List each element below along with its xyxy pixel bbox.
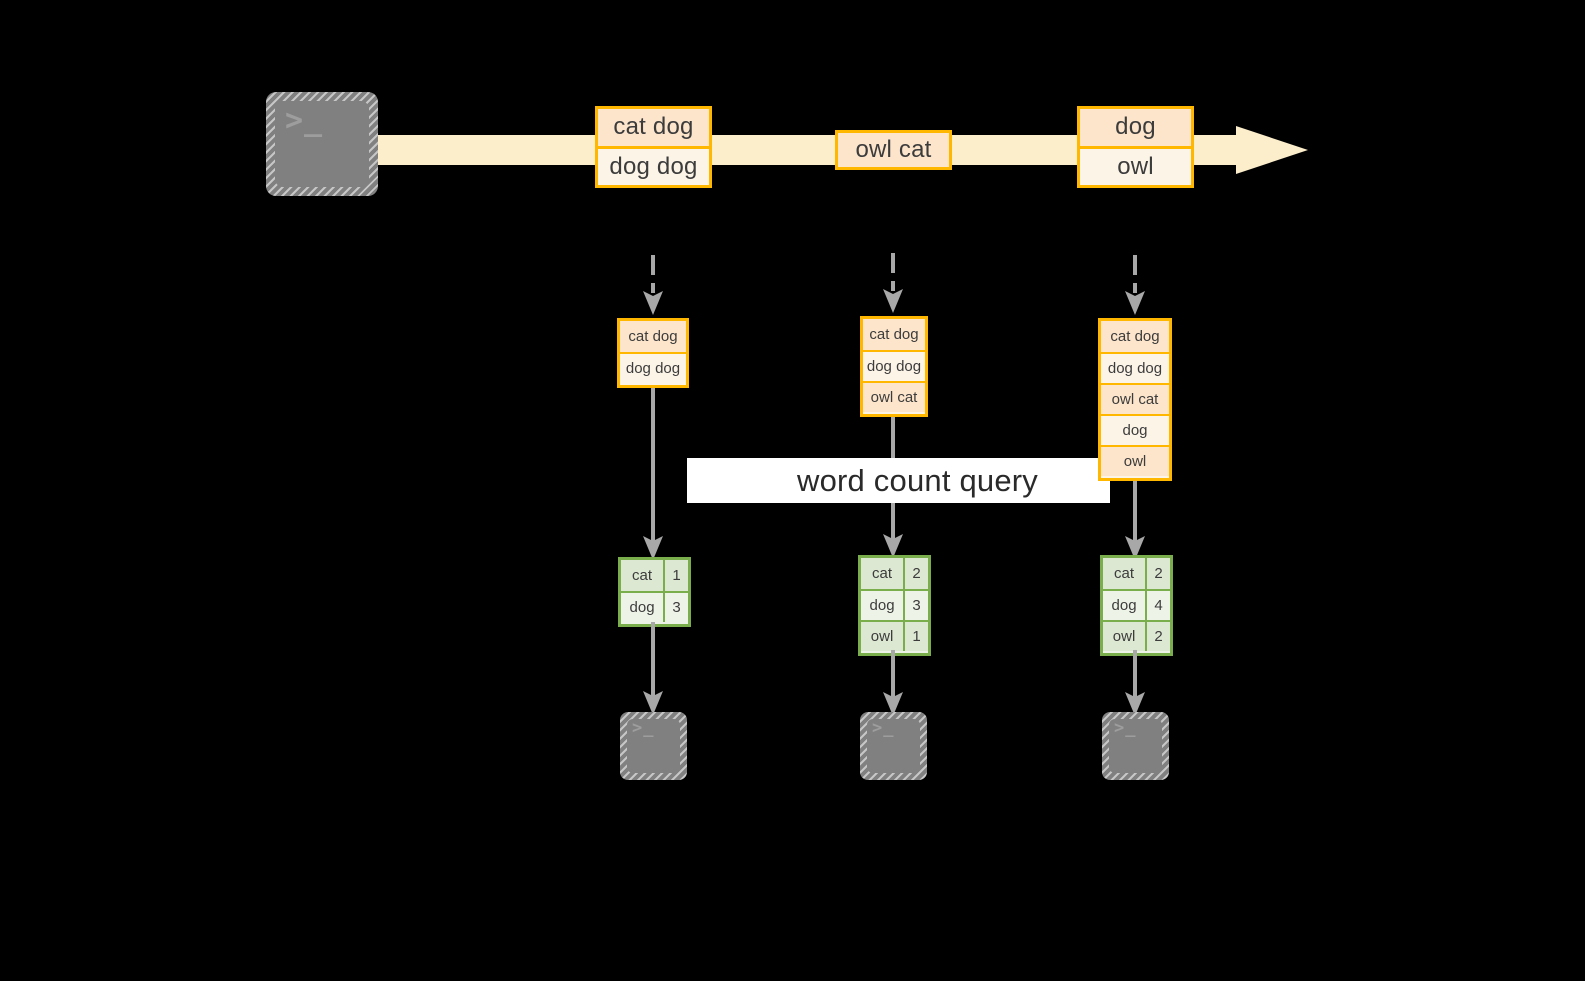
result-word: dog: [621, 593, 664, 622]
batch-row: cat dog: [1101, 321, 1169, 352]
result-count: 2: [1145, 558, 1170, 589]
batch-to-result-arrow-3: [1123, 474, 1147, 562]
stream-record-3: dog owl: [1077, 106, 1194, 188]
result-to-sink-arrow-1: [641, 622, 665, 717]
word-count-query-label: word count query: [797, 462, 1038, 498]
terminal-screen: [1109, 719, 1162, 773]
batch-to-result-arrow-1: [641, 382, 665, 562]
result-word: dog: [1103, 591, 1146, 620]
batch-stack-3: cat dog dog dog owl cat dog owl: [1098, 318, 1172, 481]
result-row: dog 3: [621, 591, 688, 622]
result-row: cat 1: [621, 560, 688, 591]
stream-record-line: dog: [1080, 109, 1191, 146]
stream-to-batch-arrow-3: [1123, 255, 1147, 317]
result-word: cat: [621, 560, 664, 591]
batch-row: owl cat: [1101, 383, 1169, 414]
result-row: cat 2: [861, 558, 928, 589]
stream-record-line: cat dog: [598, 109, 709, 146]
result-word: owl: [861, 622, 904, 651]
result-count: 1: [663, 560, 688, 591]
result-count: 2: [903, 558, 928, 589]
result-row: dog 3: [861, 589, 928, 620]
terminal-screen: [627, 719, 680, 773]
result-count: 1: [903, 622, 928, 651]
result-table-2: cat 2 dog 3 owl 1: [858, 555, 931, 656]
result-word: cat: [861, 558, 904, 589]
stream-record-1: cat dog dog dog: [595, 106, 712, 188]
batch-stack-2: cat dog dog dog owl cat: [860, 316, 928, 417]
batch-row: dog dog: [863, 350, 925, 381]
terminal-screen: [867, 719, 920, 773]
result-count: 3: [903, 591, 928, 620]
sink-terminal-icon-3[interactable]: >_: [1102, 712, 1169, 780]
sink-terminal-icon-1[interactable]: >_: [620, 712, 687, 780]
batch-stack-1: cat dog dog dog: [617, 318, 689, 388]
stream-record-line: owl cat: [838, 133, 949, 167]
word-count-query-band: word count query: [687, 458, 1110, 503]
result-row: cat 2: [1103, 558, 1170, 589]
batch-row: cat dog: [620, 321, 686, 352]
terminal-prompt-glyph: >_: [632, 718, 655, 738]
batch-row: dog dog: [620, 352, 686, 383]
stream-to-batch-arrow-2: [881, 253, 905, 315]
result-table-3: cat 2 dog 4 owl 2: [1100, 555, 1173, 656]
batch-row: owl: [1101, 445, 1169, 476]
result-count: 4: [1145, 591, 1170, 620]
result-word: dog: [861, 591, 904, 620]
batch-row: dog: [1101, 414, 1169, 445]
stream-arrow-head: [1236, 126, 1308, 174]
result-count: 3: [663, 593, 688, 622]
stream-to-batch-arrow-1: [641, 255, 665, 317]
terminal-prompt-glyph: >_: [1114, 718, 1137, 738]
result-row: owl 1: [861, 620, 928, 651]
result-count: 2: [1145, 622, 1170, 651]
result-row: dog 4: [1103, 589, 1170, 620]
stream-record-2: owl cat: [835, 130, 952, 170]
result-to-sink-arrow-2: [881, 650, 905, 718]
stream-record-line: dog dog: [598, 145, 709, 185]
result-word: owl: [1103, 622, 1146, 651]
terminal-prompt-glyph: >_: [872, 718, 895, 738]
result-row: owl 2: [1103, 620, 1170, 651]
source-terminal-icon[interactable]: >_: [266, 92, 378, 196]
sink-terminal-icon-2[interactable]: >_: [860, 712, 927, 780]
terminal-screen: [275, 101, 369, 187]
batch-row: owl cat: [863, 381, 925, 412]
batch-row: dog dog: [1101, 352, 1169, 383]
result-to-sink-arrow-3: [1123, 650, 1147, 718]
result-table-1: cat 1 dog 3: [618, 557, 691, 627]
result-word: cat: [1103, 558, 1146, 589]
batch-row: cat dog: [863, 319, 925, 350]
terminal-prompt-glyph: >_: [285, 103, 324, 138]
stream-record-line: owl: [1080, 145, 1191, 185]
